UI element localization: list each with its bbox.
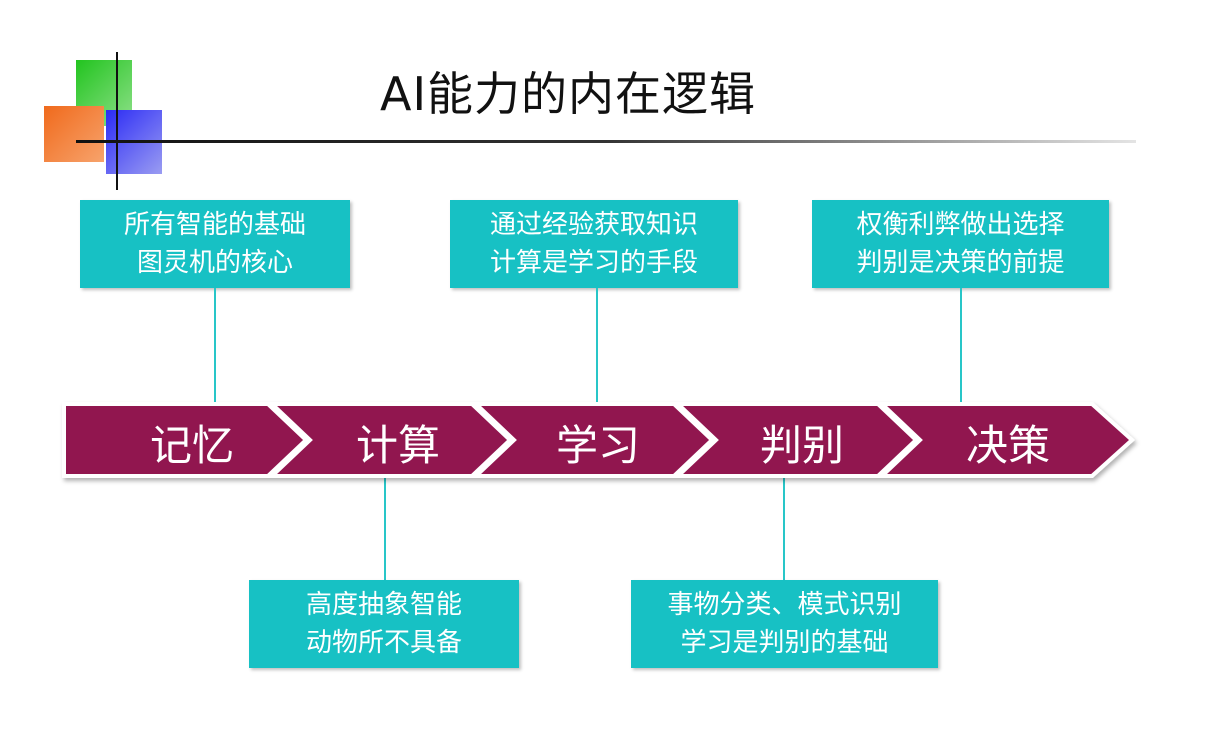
title-underline: [76, 140, 1136, 143]
top-box-line1: 权衡利弊做出选择: [856, 210, 1065, 240]
step-label-decision: 决策: [965, 421, 1050, 470]
arrow-segment-4: [672, 402, 919, 478]
orange-square: [44, 106, 104, 162]
step-label-discrimination: 判别: [759, 421, 844, 470]
arrow-segment-1: [62, 402, 309, 478]
top-box-learning: 通过经验获取知识 计算是学习的手段: [450, 200, 738, 288]
top-box-line1: 所有智能的基础: [123, 210, 306, 240]
connector-memory: [214, 288, 216, 404]
logo-vertical-line: [116, 52, 118, 190]
step-label-learning: 学习: [555, 421, 640, 470]
step-label-compute: 计算: [355, 421, 440, 470]
bottom-box-line1: 高度抽象智能: [305, 590, 462, 620]
arrow-segment-3: [470, 402, 715, 478]
top-box-line1: 通过经验获取知识: [489, 210, 698, 240]
top-box-memory: 所有智能的基础 图灵机的核心: [80, 200, 350, 288]
top-box-line2: 判别是决策的前提: [856, 248, 1065, 278]
top-box-decision: 权衡利弊做出选择 判别是决策的前提: [812, 200, 1109, 288]
arrow-segment-2: [266, 402, 513, 478]
connector-learning: [596, 288, 598, 404]
arrow-segment-5: [876, 402, 1135, 478]
bottom-box-line2: 动物所不具备: [305, 628, 462, 658]
slide-title: AI能力的内在逻辑: [380, 67, 757, 121]
bottom-box-compute: 高度抽象智能 动物所不具备: [249, 580, 519, 668]
connector-discrimination: [783, 478, 785, 580]
step-label-memory: 记忆: [149, 421, 234, 470]
connector-compute: [384, 478, 386, 580]
connector-decision: [960, 288, 962, 404]
top-box-line2: 图灵机的核心: [136, 248, 293, 278]
bottom-box-discrimination: 事物分类、模式识别 学习是判别的基础: [631, 580, 938, 668]
bottom-box-line1: 事物分类、模式识别: [667, 590, 902, 620]
bottom-box-line2: 学习是判别的基础: [680, 628, 889, 658]
top-box-line2: 计算是学习的手段: [489, 248, 698, 278]
